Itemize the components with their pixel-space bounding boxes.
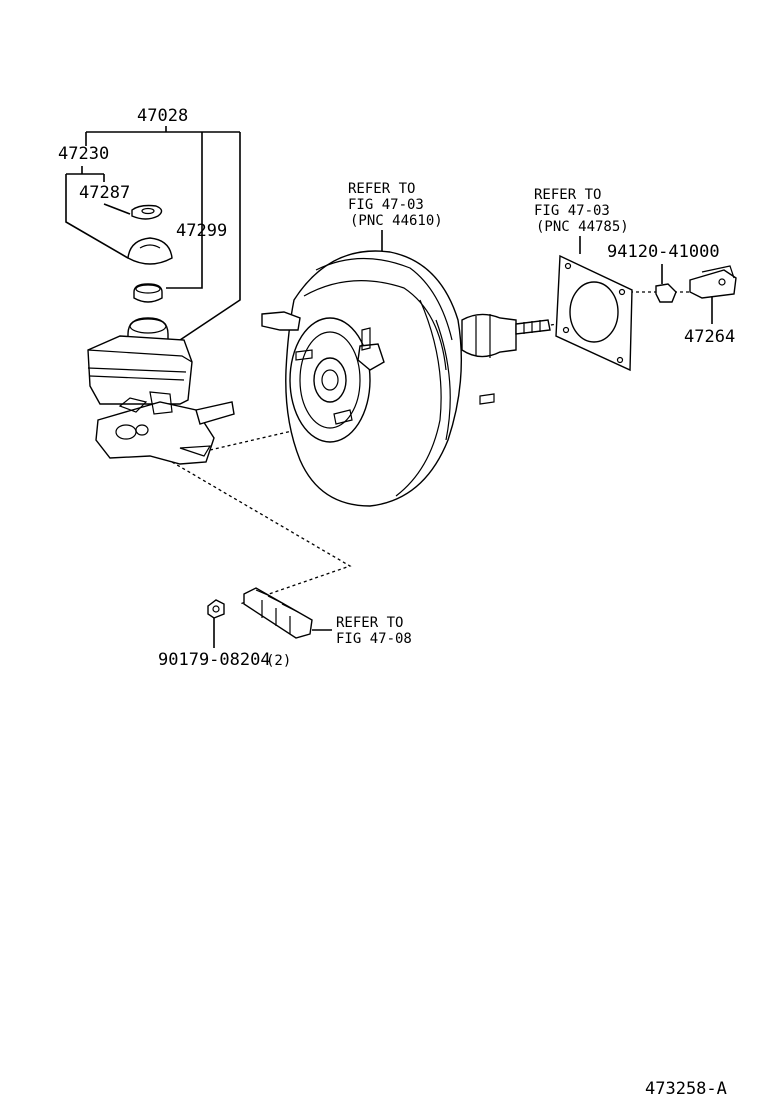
callout-nut-qty: (2) <box>266 653 291 669</box>
callout-90179-08204[interactable]: 90179-08204 <box>158 650 271 670</box>
ref-bracket-line1: REFER TO <box>336 615 403 631</box>
master-cylinder[interactable] <box>87 317 235 465</box>
booster-gasket[interactable] <box>555 254 633 372</box>
mounting-bracket[interactable] <box>243 587 313 639</box>
figure-id: 473258-A <box>645 1079 727 1099</box>
ref-gasket-line1: REFER TO <box>534 187 601 203</box>
ref-bracket-line2: FIG 47-08 <box>336 631 412 647</box>
mounting-nut[interactable] <box>207 599 225 619</box>
clevis[interactable] <box>689 265 737 299</box>
callout-47230[interactable]: 47230 <box>58 144 109 164</box>
ref-booster-line1: REFER TO <box>348 181 415 197</box>
reservoir-grommet[interactable] <box>133 283 163 303</box>
strainer-ring[interactable] <box>131 204 163 220</box>
brake-booster[interactable] <box>261 250 551 507</box>
ref-gasket-line3: (PNC 44785) <box>536 219 629 235</box>
callout-94120-41000[interactable]: 94120-41000 <box>607 242 720 262</box>
callout-47264[interactable]: 47264 <box>684 327 735 347</box>
reservoir-cap[interactable] <box>127 237 173 265</box>
clevis-nut[interactable] <box>655 283 677 303</box>
ref-gasket-line2: FIG 47-03 <box>534 203 610 219</box>
callout-47287[interactable]: 47287 <box>79 183 130 203</box>
ref-booster-line2: FIG 47-03 <box>348 197 424 213</box>
ref-booster-line3: (PNC 44610) <box>350 213 443 229</box>
callout-47028[interactable]: 47028 <box>137 106 188 126</box>
